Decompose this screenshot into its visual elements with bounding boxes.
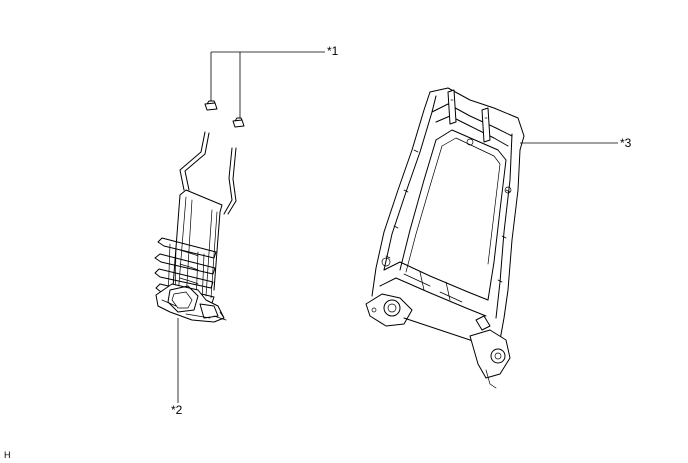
lumbar-support-assembly <box>154 131 237 323</box>
clip-right <box>232 117 245 128</box>
callout-2: *2 <box>171 403 183 417</box>
clip-parts <box>204 100 245 128</box>
leader-line-1 <box>210 51 325 118</box>
seatback-frame <box>365 87 525 389</box>
figure-id: H <box>4 450 11 460</box>
callout-3: *3 <box>620 136 632 150</box>
leader-lines <box>177 51 618 403</box>
callout-1: *1 <box>327 44 339 58</box>
clip-left <box>204 100 218 111</box>
